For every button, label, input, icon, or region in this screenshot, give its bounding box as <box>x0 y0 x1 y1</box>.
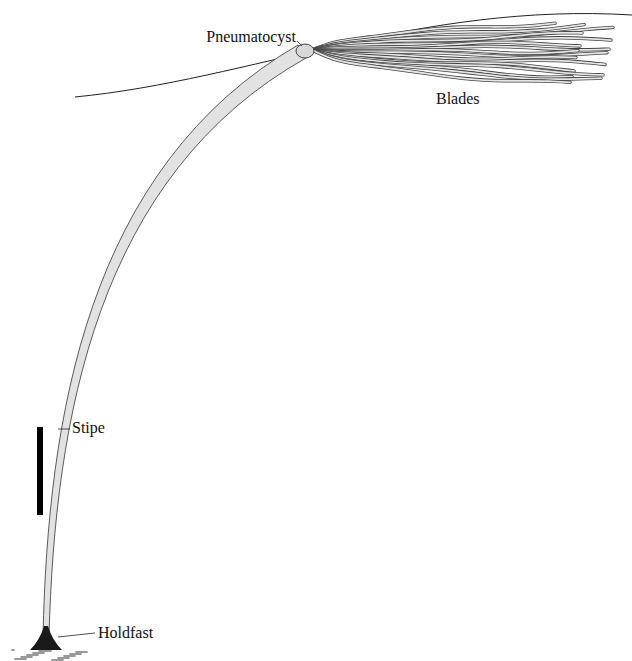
water-surface <box>75 14 632 97</box>
leader-line <box>58 429 70 430</box>
pneumatocyst <box>296 44 314 58</box>
leader-line <box>58 633 95 637</box>
part-label: Stipe <box>72 419 105 437</box>
substrate <box>11 648 87 660</box>
part-label: Pneumatocyst <box>206 28 296 46</box>
part-label: Blades <box>436 90 480 108</box>
leader-line <box>297 41 302 46</box>
holdfast <box>30 626 62 650</box>
blades <box>312 23 613 82</box>
part-label: Holdfast <box>98 624 153 642</box>
scale-bar <box>37 427 43 515</box>
stipe <box>43 45 306 636</box>
